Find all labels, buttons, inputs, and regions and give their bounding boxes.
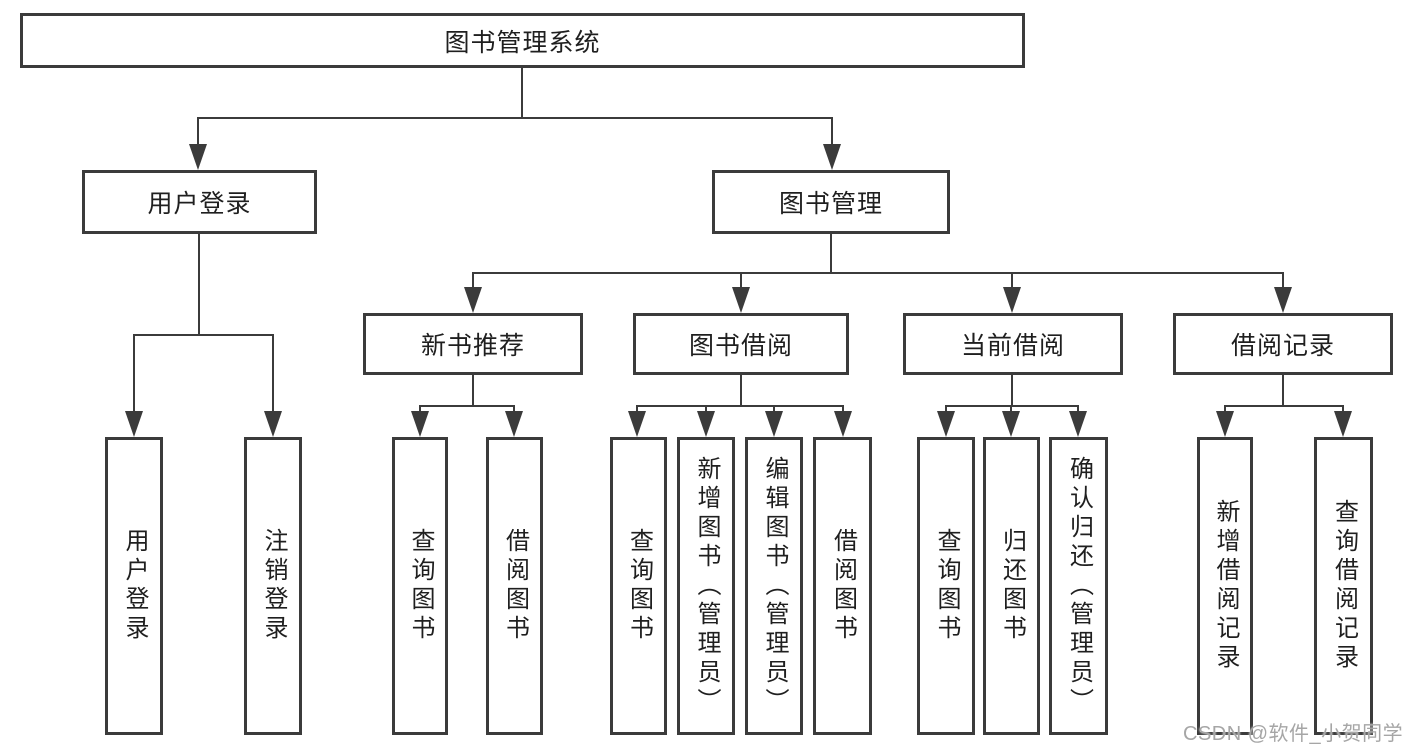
arrowhead-down-icon — [1002, 411, 1020, 437]
connector-vline — [1282, 375, 1284, 406]
node-label: 图书借阅 — [688, 332, 793, 360]
leaf-logout: 注销登录 — [244, 437, 302, 735]
connector-hline — [197, 117, 833, 119]
leaf-borrow-borrow-books: 借阅图书 — [813, 437, 872, 735]
arrowhead-down-icon — [823, 144, 841, 170]
node-label: 新书推荐 — [420, 332, 525, 360]
node-root-library-system: 图书管理系统 — [20, 13, 1025, 68]
leaf-newbook-query-books: 查询图书 — [392, 437, 448, 735]
connector-vline — [198, 234, 200, 335]
leaf-user-login: 用户登录 — [105, 437, 163, 735]
leaf-current-return-books: 归还图书 — [983, 437, 1040, 735]
leaf-label: 新增图书（管理员） — [693, 455, 720, 717]
arrowhead-down-icon — [628, 411, 646, 437]
arrowhead-down-icon — [1216, 411, 1234, 437]
leaf-records-query-record: 查询借阅记录 — [1314, 437, 1373, 735]
arrowhead-down-icon — [697, 411, 715, 437]
arrowhead-down-icon — [464, 287, 482, 313]
connector-arrow-shaft — [1282, 273, 1284, 295]
arrowhead-down-icon — [834, 411, 852, 437]
connector-vline — [472, 375, 474, 406]
connector-arrow-shaft — [133, 335, 135, 419]
leaf-label: 用户登录 — [121, 528, 148, 644]
leaf-borrow-edit-books-admin: 编辑图书（管理员） — [745, 437, 803, 735]
leaf-label: 归还图书 — [998, 528, 1026, 644]
connector-vline — [521, 68, 523, 118]
leaf-current-confirm-return-admin: 确认归还（管理员） — [1049, 437, 1108, 735]
leaf-borrow-add-books-admin: 新增图书（管理员） — [677, 437, 735, 735]
arrowhead-down-icon — [937, 411, 955, 437]
leaf-label: 借阅图书 — [501, 528, 529, 644]
node-label: 图书管理 — [778, 190, 883, 218]
connector-arrow-shaft — [740, 273, 742, 295]
node-label: 当前借阅 — [960, 332, 1065, 360]
leaf-label: 注销登录 — [260, 528, 287, 644]
node-new-book-recommend: 新书推荐 — [363, 313, 583, 375]
arrowhead-down-icon — [732, 287, 750, 313]
connector-hline — [133, 334, 274, 336]
leaf-label: 新增借阅记录 — [1212, 499, 1239, 673]
node-book-management: 图书管理 — [712, 170, 950, 234]
connector-hline — [945, 405, 1079, 407]
connector-hline — [419, 405, 515, 407]
leaf-label: 查询图书 — [625, 528, 653, 644]
connector-arrow-shaft — [197, 118, 199, 152]
arrowhead-down-icon — [411, 411, 429, 437]
leaf-label: 查询借阅记录 — [1330, 499, 1358, 673]
node-label: 借阅记录 — [1230, 332, 1335, 360]
node-borrow-records: 借阅记录 — [1173, 313, 1393, 375]
arrowhead-down-icon — [125, 411, 143, 437]
leaf-newbook-borrow-books: 借阅图书 — [486, 437, 543, 735]
leaf-records-add-record: 新增借阅记录 — [1197, 437, 1253, 735]
arrowhead-down-icon — [505, 411, 523, 437]
connector-arrow-shaft — [272, 335, 274, 419]
leaf-label: 查询图书 — [933, 528, 960, 644]
leaf-label: 确认归还（管理员） — [1065, 455, 1093, 717]
connector-vline — [1011, 375, 1013, 406]
arrowhead-down-icon — [1274, 287, 1292, 313]
connector-vline — [740, 375, 742, 406]
arrowhead-down-icon — [189, 144, 207, 170]
connector-arrow-shaft — [831, 118, 833, 152]
connector-arrow-shaft — [1011, 273, 1013, 295]
csdn-watermark: CSDN @软件_小贺同学 — [1183, 723, 1404, 745]
leaf-label: 借阅图书 — [829, 528, 857, 644]
node-label: 用户登录 — [147, 190, 252, 218]
arrowhead-down-icon — [1334, 411, 1352, 437]
node-book-borrow: 图书借阅 — [633, 313, 849, 375]
arrowhead-down-icon — [264, 411, 282, 437]
node-current-borrow: 当前借阅 — [903, 313, 1123, 375]
leaf-current-query-books: 查询图书 — [917, 437, 975, 735]
arrowhead-down-icon — [765, 411, 783, 437]
connector-arrow-shaft — [472, 273, 474, 295]
connector-hline — [472, 272, 1284, 274]
leaf-borrow-query-books: 查询图书 — [610, 437, 667, 735]
node-label: 图书管理系统 — [444, 28, 601, 57]
connector-vline — [830, 234, 832, 273]
leaf-label: 查询图书 — [407, 528, 434, 644]
connector-hline — [636, 405, 844, 407]
arrowhead-down-icon — [1003, 287, 1021, 313]
node-user-login: 用户登录 — [82, 170, 317, 234]
arrowhead-down-icon — [1069, 411, 1087, 437]
leaf-label: 编辑图书（管理员） — [761, 455, 788, 717]
connector-hline — [1224, 405, 1344, 407]
